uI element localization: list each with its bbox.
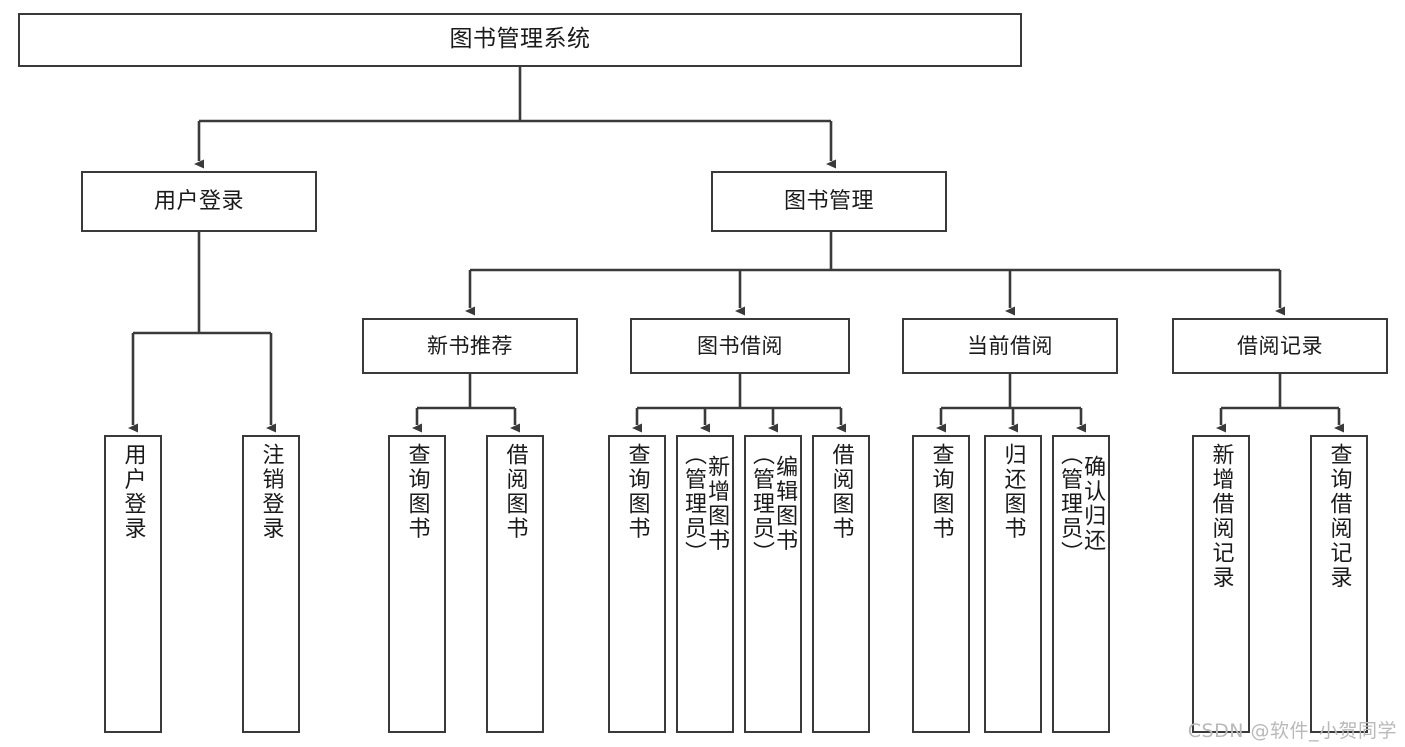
node-leaf-user-logout[interactable]: 注销登录: [242, 435, 300, 733]
node-label: 用户登录: [153, 188, 244, 214]
node-borrow-record[interactable]: 借阅记录: [1172, 318, 1388, 374]
node-leaf-rec-query-book[interactable]: 查询图书: [388, 435, 446, 733]
node-label: 新书推荐: [427, 333, 513, 358]
node-label: 借阅图书: [502, 443, 528, 541]
node-leaf-borrow-query-book[interactable]: 查询图书: [608, 435, 666, 733]
node-leaf-borrow-edit-book[interactable]: 编辑图书 （管理员）: [744, 435, 802, 733]
node-leaf-borrow-add-book[interactable]: 新增图书 （管理员）: [676, 435, 734, 733]
node-label: 查询图书: [928, 443, 954, 541]
node-book-borrow[interactable]: 图书借阅: [630, 318, 850, 374]
node-label: 新增借阅记录: [1208, 443, 1234, 590]
node-label: 归还图书: [1000, 443, 1026, 541]
node-label: 借阅记录: [1237, 333, 1323, 358]
node-label: 注销登录: [258, 443, 284, 541]
node-current-borrow[interactable]: 当前借阅: [902, 318, 1118, 374]
node-label: 图书借阅: [697, 333, 783, 358]
node-label: 当前借阅: [967, 333, 1053, 358]
watermark: CSDN @软件_小贺同学: [1187, 720, 1397, 742]
node-leaf-rec-add-record[interactable]: 新增借阅记录: [1192, 435, 1250, 733]
node-label: 查询图书: [624, 443, 650, 541]
node-label: 借阅图书: [828, 443, 854, 541]
node-user-login[interactable]: 用户登录: [81, 171, 317, 232]
node-leaf-cur-query-book[interactable]: 查询图书: [912, 435, 970, 733]
node-leaf-rec-borrow-book[interactable]: 借阅图书: [486, 435, 544, 733]
node-label: 查询图书: [404, 443, 430, 541]
node-label: 新增图书 （管理员）: [681, 443, 730, 566]
node-book-management[interactable]: 图书管理: [711, 171, 947, 232]
node-new-book-recommend[interactable]: 新书推荐: [362, 318, 578, 374]
node-label: 查询借阅记录: [1326, 443, 1352, 590]
node-label: 编辑图书 （管理员）: [749, 443, 798, 566]
node-leaf-borrow-lend-book[interactable]: 借阅图书: [812, 435, 870, 733]
node-leaf-cur-return-book[interactable]: 归还图书: [984, 435, 1042, 733]
node-leaf-cur-confirm-return[interactable]: 确认归还 （管理员）: [1052, 435, 1110, 733]
node-label: 图书管理系统: [449, 26, 591, 53]
node-leaf-rec-query-record[interactable]: 查询借阅记录: [1310, 435, 1368, 733]
node-leaf-user-login[interactable]: 用户登录: [104, 435, 162, 733]
node-label: 用户登录: [120, 443, 146, 541]
node-label: 确认归还 （管理员）: [1057, 443, 1106, 566]
node-label: 图书管理: [783, 188, 874, 214]
node-root[interactable]: 图书管理系统: [18, 13, 1022, 67]
